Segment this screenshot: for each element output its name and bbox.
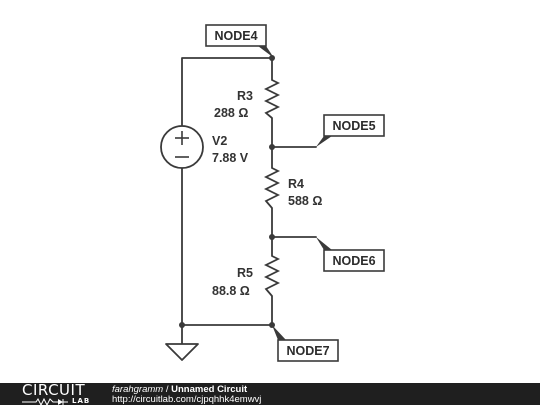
circuitlab-logo[interactable]: CIRCUIT LAB (22, 383, 102, 405)
ground-symbol (165, 343, 199, 361)
node-flag-node4[interactable]: NODE4 (205, 24, 274, 58)
footer-separator: / (163, 384, 172, 395)
r4-value: 588 Ω (288, 194, 322, 208)
r3-name: R3 (237, 89, 253, 103)
footer-info-line: farahgramm / Unnamed Circuit (112, 385, 247, 395)
node-flag-node7[interactable]: NODE7 (272, 325, 339, 362)
node5-label: NODE5 (332, 119, 375, 133)
logo-resistor-icon (22, 398, 68, 405)
v2-name: V2 (212, 134, 227, 148)
node-flag-node6[interactable]: NODE6 (316, 237, 385, 272)
circuit-schematic: NODE4 NODE5 NODE6 NODE7 R3 288 Ω V2 7.88… (160, 24, 385, 362)
node-flag-node5[interactable]: NODE5 (316, 114, 385, 147)
logo-main-text: CIRCUIT (22, 381, 86, 399)
circuit-title: Unnamed Circuit (171, 384, 248, 395)
author-link[interactable]: farahgramm (112, 384, 164, 395)
node6-label: NODE6 (332, 254, 375, 268)
resistor-r3[interactable] (263, 79, 281, 119)
junction-node7-left (179, 322, 185, 328)
resistor-r4[interactable] (263, 167, 281, 209)
r4-name: R4 (288, 177, 304, 191)
r3-value: 288 Ω (214, 106, 248, 120)
junction-node6 (269, 234, 275, 240)
voltage-source-v2[interactable] (160, 125, 204, 169)
circuit-url-link[interactable]: http://circuitlab.com/cjpqhhk4emwvj (112, 394, 262, 405)
node4-label: NODE4 (214, 29, 257, 43)
r5-value: 88.8 Ω (212, 284, 250, 298)
junction-node5 (269, 144, 275, 150)
footer-bar: CIRCUIT LAB farahgramm / Unnamed Circuit… (0, 383, 540, 405)
junction-node4 (269, 55, 275, 61)
wire-left-bottom (181, 167, 273, 326)
wire-left-top (181, 57, 273, 127)
logo-sub-text: LAB (72, 397, 91, 405)
node7-label: NODE7 (286, 344, 329, 358)
resistor-r5[interactable] (263, 255, 281, 297)
r5-name: R5 (237, 266, 253, 280)
v2-value: 7.88 V (212, 151, 249, 165)
